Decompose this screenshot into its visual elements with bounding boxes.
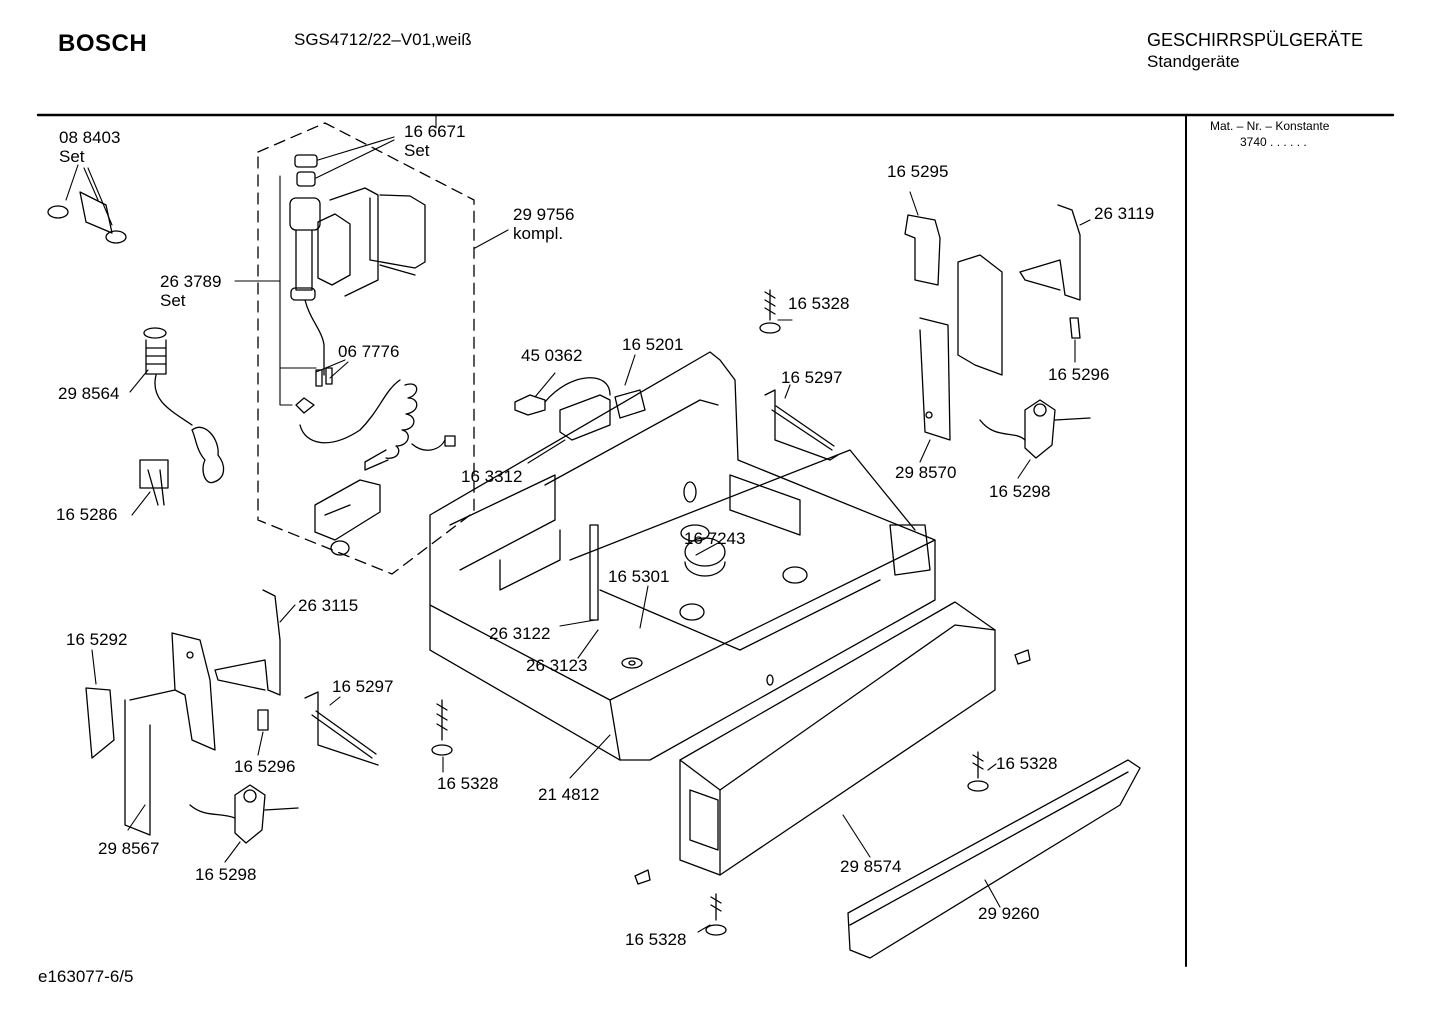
- part-label-165286: 16 5286: [56, 505, 118, 524]
- part-label-165296-left: 16 5296: [234, 757, 296, 776]
- connector-part: [295, 299, 401, 444]
- part-label-165301: 16 5301: [608, 567, 670, 586]
- model-number: SGS4712/22–V01,weiß: [294, 30, 472, 49]
- part-label-299260: 29 9260: [978, 904, 1040, 923]
- part-label-165298-right: 16 5298: [989, 482, 1051, 501]
- part-label-167243: 16 7243: [684, 529, 746, 548]
- assembly-outline: [257, 122, 475, 575]
- foot-screw-part: [431, 289, 1031, 936]
- part-label-263115: 26 3115: [298, 596, 359, 615]
- trim-strip-part: [847, 759, 1141, 959]
- part-label-298564: 29 8564: [58, 384, 120, 403]
- mat-nr-value: 3740 . . . . . .: [1240, 135, 1307, 149]
- part-label-165292: 16 5292: [66, 630, 128, 649]
- part-label-165296-right: 16 5296: [1048, 365, 1110, 384]
- leader-lines: [65, 114, 1091, 933]
- part-label-165328-top: 16 5328: [788, 294, 850, 313]
- part-label-165328-bottom: 16 5328: [625, 930, 687, 949]
- mat-nr-label: Mat. – Nr. – Konstante: [1210, 119, 1330, 133]
- spiral-hose-part: [364, 383, 456, 471]
- clip-part: [139, 459, 169, 506]
- category-subtitle: Standgeräte: [1147, 52, 1240, 71]
- control-module-part: [314, 479, 381, 556]
- part-label-163312: 16 3312: [461, 467, 523, 486]
- part-label-214812: 21 4812: [538, 785, 600, 804]
- hose-clamp-set-part: [47, 191, 127, 244]
- base-tub-part: [429, 351, 936, 761]
- part-label-165297-right: 16 5297: [781, 368, 843, 387]
- wiring-harness-part: [514, 377, 646, 441]
- brand-logo: BOSCH: [58, 30, 148, 57]
- spring-part: [304, 389, 839, 766]
- part-label-298574: 29 8574: [840, 857, 902, 876]
- part-label-067776: 06 7776: [338, 342, 400, 361]
- drain-hose-part: [143, 327, 225, 484]
- part-label-165328-right: 16 5328: [996, 754, 1058, 773]
- part-label-165295: 16 5295: [887, 162, 949, 181]
- part-label-263119: 26 3119: [1094, 204, 1155, 223]
- part-label-263122: 26 3122: [489, 624, 551, 643]
- hinge-assembly-right-part: [904, 204, 1091, 459]
- hinge-assembly-left-part: [85, 589, 299, 844]
- part-label-450362: 45 0362: [521, 346, 583, 365]
- document-id: e163077-6/5: [38, 967, 134, 986]
- part-label-298567: 29 8567: [98, 839, 160, 858]
- part-label-165297-left: 16 5297: [332, 677, 394, 696]
- inlet-valve-part: [289, 154, 426, 301]
- kick-panel-part: [679, 601, 996, 876]
- part-label-165328-mid: 16 5328: [437, 774, 499, 793]
- part-label-263123: 26 3123: [526, 656, 588, 675]
- part-label-298570: 29 8570: [895, 463, 957, 482]
- part-label-165201: 16 5201: [622, 335, 684, 354]
- part-label-165298-left: 16 5298: [195, 865, 257, 884]
- category-title: GESCHIRRSPÜLGERÄTE: [1147, 30, 1364, 50]
